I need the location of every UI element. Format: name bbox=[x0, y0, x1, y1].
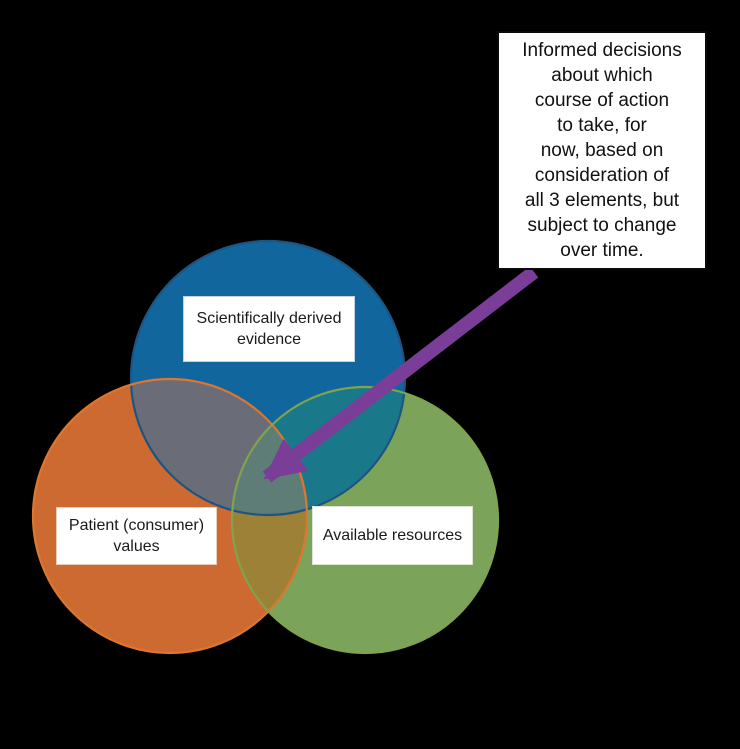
evidence-values-overlap bbox=[131, 379, 307, 515]
evidence-label-box: Scientifically derived evidence bbox=[183, 296, 355, 362]
values-circle-outline bbox=[31, 377, 309, 655]
evidence-label-text: Scientifically derived evidence bbox=[196, 310, 342, 348]
resources-circle-outline bbox=[230, 385, 500, 655]
resources-label-text: Available resources bbox=[322, 527, 463, 544]
resources-label-box: Available resources bbox=[312, 506, 473, 565]
values-label-text: Patient (consumer) values bbox=[68, 517, 205, 555]
callout-box: Informed decisions about which course of… bbox=[497, 31, 707, 270]
callout-text: Informed decisions about which course of… bbox=[522, 40, 682, 261]
pointer-arrow bbox=[262, 266, 539, 483]
values-label-box: Patient (consumer) values bbox=[56, 507, 217, 565]
